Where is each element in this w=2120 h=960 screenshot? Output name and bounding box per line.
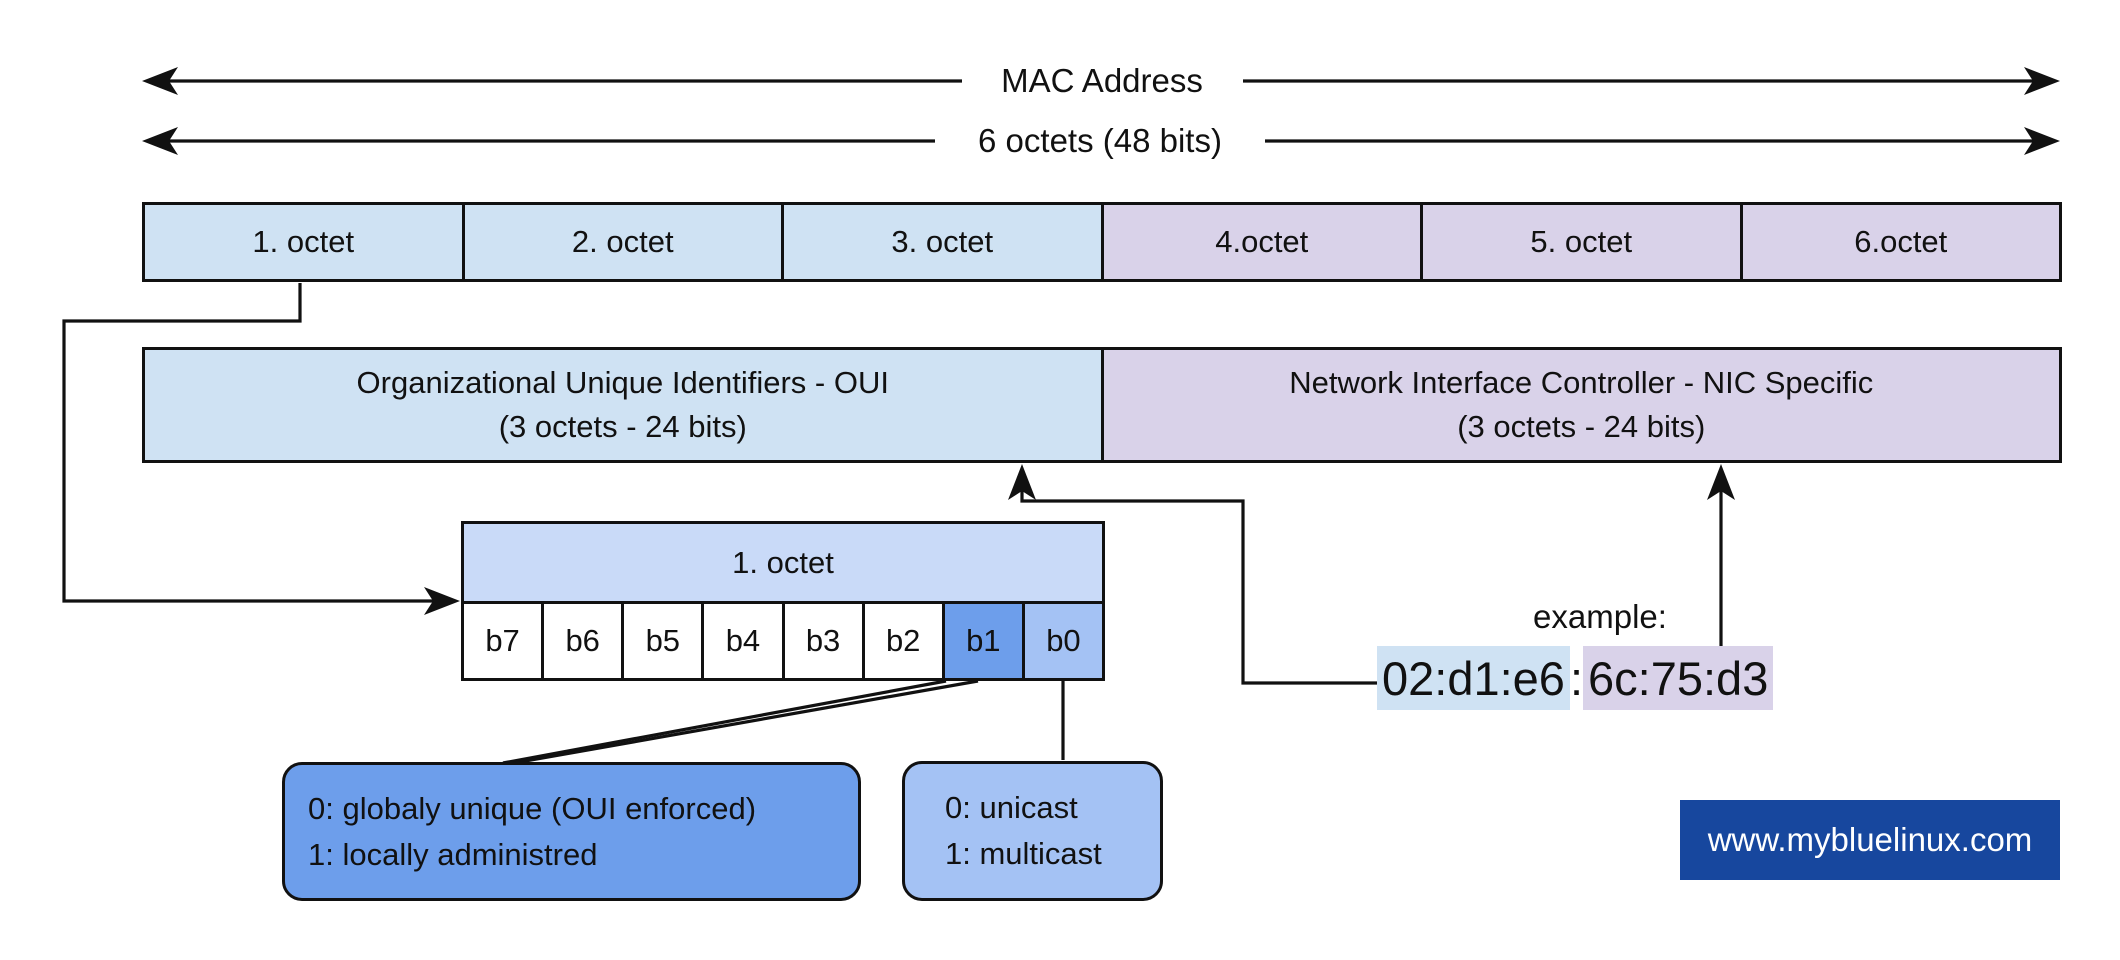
bit-cell-b3: b3 xyxy=(781,604,862,678)
bit-cell-b1: b1 xyxy=(941,604,1022,678)
example-nic-arrowhead-icon xyxy=(1707,464,1735,500)
b0-meaning-line2: 1: multicast xyxy=(945,836,1102,871)
first-octet-connector-arrowhead-icon xyxy=(424,587,460,615)
example-nic-part: 6c:75:d3 xyxy=(1583,646,1774,710)
octet-cell-1: 1. octet xyxy=(145,205,462,279)
b1-meaning-line2: 1: locally administred xyxy=(308,836,598,872)
website-badge: www.mybluelinux.com xyxy=(1680,800,2060,880)
nic-title: Network Interface Controller - NIC Speci… xyxy=(1289,365,1874,400)
oui-section: Organizational Unique Identifiers - OUI … xyxy=(145,350,1101,460)
b1-callout-line-a xyxy=(502,679,947,765)
oui-subtitle: (3 octets - 24 bits) xyxy=(498,409,747,444)
website-url: www.mybluelinux.com xyxy=(1707,821,2033,858)
bit-cell-b2: b2 xyxy=(861,604,942,678)
six-octets-label: 6 octets (48 bits) xyxy=(964,122,1236,160)
first-octet-detail-header: 1. octet xyxy=(464,524,1102,604)
octet-cell-6: 6.octet xyxy=(1739,205,2059,279)
bit-cell-b5: b5 xyxy=(621,604,702,678)
bit-cell-b7: b7 xyxy=(464,604,542,678)
mac-arrowhead-right-icon xyxy=(2024,67,2060,95)
b1-meaning-line1: 0: globaly unique (OUI enforced) xyxy=(308,790,757,826)
mac-arrowhead-left-icon xyxy=(142,67,178,95)
octet-cell-4: 4.octet xyxy=(1100,205,1420,279)
mac-address-label: MAC Address xyxy=(987,62,1217,100)
b1-meaning-callout: 0: globaly unique (OUI enforced) 1: loca… xyxy=(282,762,861,901)
b0-meaning-callout: 0: unicast 1: multicast xyxy=(902,761,1163,901)
example-label: example: xyxy=(1533,598,1667,635)
example-separator: : xyxy=(1569,651,1584,705)
octets-arrowhead-left-icon xyxy=(142,127,178,155)
octet-row: 1. octet 2. octet 3. octet 4.octet 5. oc… xyxy=(142,202,2062,282)
nic-section: Network Interface Controller - NIC Speci… xyxy=(1100,350,2059,460)
octets-arrowhead-right-icon xyxy=(2024,127,2060,155)
example-oui-arrowhead-icon xyxy=(1008,464,1036,500)
nic-subtitle: (3 octets - 24 bits) xyxy=(1457,409,1706,444)
oui-nic-row: Organizational Unique Identifiers - OUI … xyxy=(142,347,2062,463)
bit-cell-b6: b6 xyxy=(541,604,622,678)
b1-callout-line-b xyxy=(513,679,979,765)
octet-cell-3: 3. octet xyxy=(781,205,1101,279)
example-oui-part: 02:d1:e6 xyxy=(1377,646,1570,710)
oui-title: Organizational Unique Identifiers - OUI xyxy=(356,365,889,400)
bit-cell-b4: b4 xyxy=(701,604,782,678)
bit-cells-row: b7 b6 b5 b4 b3 b2 b1 b0 xyxy=(464,604,1102,678)
b0-meaning-line1: 0: unicast xyxy=(945,790,1078,825)
octet-cell-5: 5. octet xyxy=(1420,205,1740,279)
bit-cell-b0: b0 xyxy=(1021,604,1102,678)
example-mac-address: 02:d1:e6 : 6c:75:d3 xyxy=(1377,646,1774,710)
first-octet-detail-box: 1. octet b7 b6 b5 b4 b3 b2 b1 b0 xyxy=(461,521,1105,681)
octet-cell-2: 2. octet xyxy=(461,205,781,279)
